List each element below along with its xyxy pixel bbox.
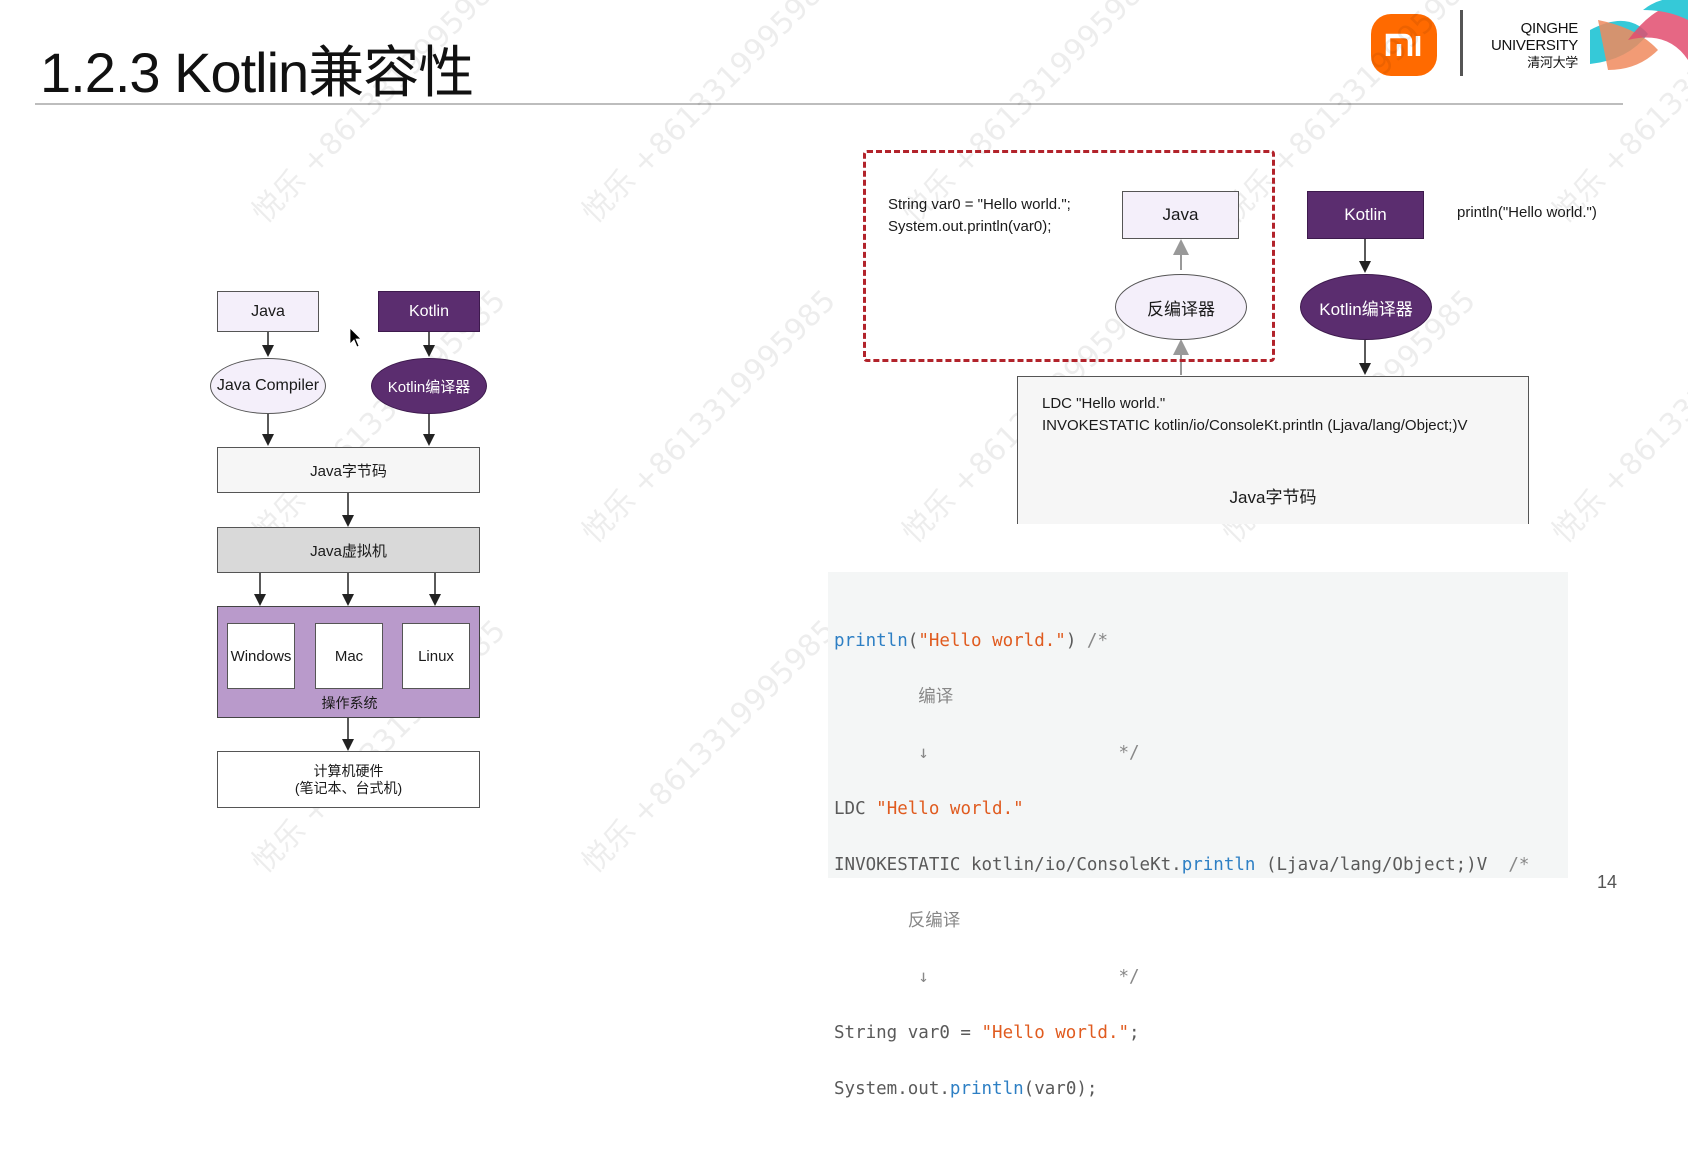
java-snippet-line: System.out.println(var0);	[888, 218, 1052, 235]
logo-divider	[1460, 10, 1463, 76]
code-block: println("Hello world.") /* 编译 ↓ */ LDC "…	[828, 572, 1568, 1099]
mi-logo	[1371, 14, 1437, 76]
hardware-box: 计算机硬件 (笔记本、台式机)	[217, 751, 480, 808]
code-line: String var0 = "Hello world.";	[834, 1023, 1140, 1043]
left-bytecode-box: Java字节码	[217, 447, 480, 493]
right-java-box: Java	[1122, 191, 1239, 239]
java-snippet-line: String var0 = "Hello world.";	[888, 196, 1071, 213]
os-item-label: Mac	[334, 647, 364, 665]
slide-title: 1.2.3 Kotlin兼容性	[40, 41, 474, 104]
university-line3: 清河大学	[1527, 55, 1578, 70]
os-item-windows: Windows	[227, 623, 295, 689]
university-line1: QINGHE	[1520, 20, 1579, 37]
jvm-label: Java虚拟机	[310, 542, 387, 560]
bytecode-line: LDC "Hello world."	[1042, 395, 1166, 412]
page-number: 14	[1597, 872, 1618, 892]
right-bytecode-label: Java字节码	[1229, 488, 1317, 507]
code-line: ↓ */	[834, 743, 1140, 763]
os-panel: Windows Mac Linux 操作系统	[217, 606, 480, 718]
os-item-label: Linux	[418, 647, 454, 665]
os-item-mac: Mac	[315, 623, 383, 689]
code-line: 编译	[834, 687, 954, 707]
university-line2: UNIVERSITY	[1490, 37, 1578, 54]
os-item-label: Windows	[230, 647, 292, 665]
decompiler-node: 反编译器	[1115, 274, 1247, 340]
jvm-box: Java虚拟机	[217, 527, 480, 573]
right-kotlin-compiler-label: Kotlin编译器	[1319, 299, 1413, 319]
left-java-box: Java	[217, 291, 319, 332]
os-item-linux: Linux	[402, 623, 470, 689]
code-line: INVOKESTATIC kotlin/io/ConsoleKt.println…	[834, 855, 1530, 875]
hardware-line1: 计算机硬件	[313, 762, 384, 779]
right-java-label: Java	[1162, 205, 1199, 224]
code-line: 反编译	[834, 911, 961, 931]
mouse-cursor-icon	[349, 327, 362, 348]
mi-logo-icon	[1385, 33, 1421, 56]
code-line: println("Hello world.") /*	[834, 631, 1108, 651]
university-emblem-icon	[1590, 0, 1688, 70]
hardware-line2: (笔记本、台式机)	[294, 779, 403, 796]
right-bytecode-box: LDC "Hello world." INVOKESTATIC kotlin/i…	[1017, 376, 1529, 524]
code-content: println("Hello world.") /* 编译 ↓ */ LDC "…	[834, 599, 1529, 1159]
java-compiler-label: Java Compiler	[216, 377, 320, 394]
left-kotlin-compiler-label: Kotlin编译器	[387, 378, 471, 396]
left-bytecode-label: Java字节码	[310, 462, 387, 480]
decompiler-label: 反编译器	[1147, 299, 1215, 319]
code-line: System.out.println(var0);	[834, 1079, 1098, 1099]
java-compiler-node: Java Compiler	[210, 358, 326, 414]
code-line: ↓ */	[834, 967, 1140, 987]
left-kotlin-box: Kotlin	[378, 291, 480, 332]
left-kotlin-label: Kotlin	[408, 302, 450, 320]
right-kotlin-box: Kotlin	[1307, 191, 1424, 239]
right-kotlin-compiler-node: Kotlin编译器	[1300, 274, 1432, 340]
os-label: 操作系统	[321, 695, 378, 711]
decompile-highlight-frame	[863, 150, 1275, 362]
right-kotlin-label: Kotlin	[1344, 205, 1387, 224]
university-name: QINGHE UNIVERSITY 清河大学	[1480, 20, 1578, 71]
java-source-snippet: String var0 = "Hello world."; System.out…	[888, 194, 1071, 238]
code-line: LDC "Hello world."	[834, 799, 1024, 819]
title-divider	[35, 103, 1623, 105]
kotlin-source-snippet: println("Hello world.")	[1457, 204, 1597, 221]
left-java-label: Java	[251, 302, 285, 320]
left-diagram-connectors	[254, 238, 1371, 751]
left-kotlin-compiler-node: Kotlin编译器	[371, 358, 487, 414]
bytecode-line: INVOKESTATIC kotlin/io/ConsoleKt.println…	[1042, 417, 1468, 434]
